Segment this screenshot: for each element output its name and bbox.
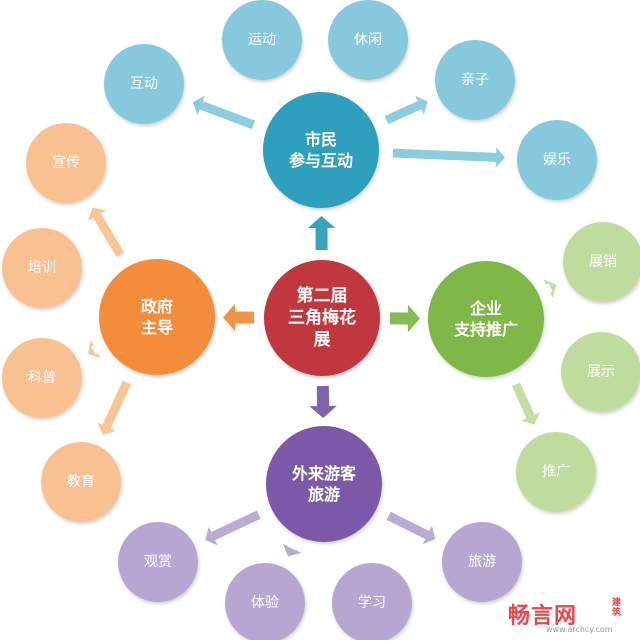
- satellite-left-1: 宣传: [26, 123, 106, 203]
- arrow-bottom-to-satellite-2: [282, 543, 302, 557]
- satellite-left-2-line-1: 培训: [28, 260, 56, 276]
- arrow-center-to-right: [390, 304, 420, 333]
- hub-left-line-2: 主导: [141, 318, 173, 337]
- center-node-line-3: 展: [314, 330, 331, 350]
- hub-right-line-2: 支持推广: [453, 320, 518, 339]
- hub-bottom-circle: [266, 426, 382, 542]
- satellite-right-2: 展示: [561, 332, 640, 412]
- satellite-top-4: 亲子: [435, 40, 515, 120]
- satellite-top-2: 运动: [222, 0, 302, 80]
- satellite-top-1-circle: [104, 44, 184, 124]
- satellite-bottom-4-line-1: 旅游: [468, 554, 496, 570]
- arrow-bottom-to-satellite-4: [386, 511, 436, 545]
- arrow-center-to-top: [307, 216, 336, 250]
- satellite-bottom-3: 学习: [332, 563, 412, 643]
- satellite-top-2-line-1: 运动: [248, 32, 276, 48]
- arrow-center-to-bottom: [309, 385, 337, 418]
- satellite-right-2-line-1: 展示: [587, 364, 615, 380]
- satellite-top-5: 娱乐: [517, 120, 597, 200]
- satellite-bottom-1-line-1: 观赏: [144, 554, 172, 570]
- satellite-right-1: 展销: [563, 222, 640, 302]
- hub-right-line-1: 企业: [469, 299, 502, 318]
- satellite-top-3-circle: [328, 0, 408, 80]
- hub-top-line-2: 参与互动: [289, 151, 353, 170]
- satellite-top-1: 互动: [104, 44, 184, 124]
- satellite-top-5-circle: [517, 120, 597, 200]
- watermark-url: www.archcy.com: [546, 625, 613, 634]
- arrow-bottom-to-satellite-1: [205, 510, 261, 546]
- satellite-right-3: 推广: [516, 432, 596, 512]
- hub-bottom-line-1: 外来游客: [291, 464, 357, 483]
- satellite-left-1-circle: [26, 123, 106, 203]
- satellite-bottom-1-circle: [118, 522, 198, 602]
- hub-left-circle: [99, 259, 215, 375]
- satellite-left-4-line-1: 教育: [67, 474, 95, 490]
- center-node-line-1: 第二届: [297, 285, 348, 306]
- satellite-bottom-2-circle: [225, 563, 305, 643]
- satellite-top-1-line-1: 互动: [130, 76, 158, 92]
- arrow-left-to-satellite-1: [88, 207, 125, 258]
- arrow-right-to-satellite-1: [543, 279, 557, 298]
- satellite-top-2-circle: [222, 0, 302, 80]
- satellite-left-3-circle: [2, 338, 82, 418]
- watermark-logo-text: 畅言网: [508, 604, 578, 629]
- arrow-left-to-satellite-3: [87, 340, 101, 359]
- satellite-top-3-line-1: 休闲: [354, 32, 382, 48]
- satellite-bottom-1: 观赏: [118, 522, 198, 602]
- satellite-bottom-4-circle: [442, 522, 522, 602]
- satellite-top-4-circle: [435, 40, 515, 120]
- satellite-left-2: 培训: [2, 228, 82, 308]
- watermark-side-text: 建筑: [612, 598, 622, 618]
- arrow-top-to-satellite-5: [392, 147, 505, 168]
- arrow-center-to-left: [223, 303, 254, 332]
- satellite-bottom-2-line-1: 体验: [251, 595, 279, 611]
- satellite-left-4-circle: [41, 442, 121, 522]
- satellite-left-4: 教育: [41, 442, 121, 522]
- hub-top-line-1: 市民: [305, 130, 337, 149]
- satellite-bottom-2: 体验: [225, 563, 305, 643]
- satellite-bottom-3-circle: [332, 563, 412, 643]
- arrow-left-to-satellite-4: [97, 380, 131, 435]
- satellite-left-2-circle: [2, 228, 82, 308]
- satellite-top-5-line-1: 娱乐: [543, 152, 571, 168]
- satellite-left-3-line-1: 科普: [28, 370, 56, 386]
- arrow-top-to-satellite-1: [192, 95, 256, 130]
- satellite-right-2-circle: [561, 332, 640, 412]
- satellite-top-3: 休闲: [328, 0, 408, 80]
- satellite-right-1-circle: [563, 222, 640, 302]
- hub-bottom-line-2: 旅游: [308, 485, 340, 504]
- satellite-bottom-3-line-1: 学习: [358, 595, 386, 611]
- center-node-circle: [264, 260, 380, 376]
- satellite-right-3-line-1: 推广: [542, 464, 570, 480]
- satellite-left-1-line-1: 宣传: [52, 155, 80, 171]
- satellite-right-1-line-1: 展销: [589, 254, 617, 270]
- satellite-right-3-circle: [516, 432, 596, 512]
- hub-left-line-1: 政府: [141, 297, 173, 316]
- center-node-line-2: 三角梅花: [288, 307, 356, 328]
- hub-right-circle: [428, 261, 544, 377]
- satellite-bottom-4: 旅游: [442, 522, 522, 602]
- satellite-top-4-line-1: 亲子: [461, 72, 489, 88]
- arrow-top-to-satellite-4: [384, 95, 428, 125]
- arrow-right-to-satellite-3: [511, 382, 540, 425]
- satellite-left-3: 科普: [2, 338, 82, 418]
- hub-top-circle: [263, 92, 379, 208]
